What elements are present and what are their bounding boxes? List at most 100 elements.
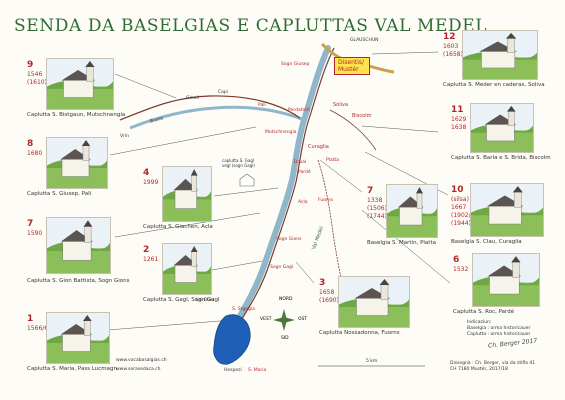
chapel-year: (1506) — [367, 205, 387, 212]
place-acla: Acla — [298, 200, 308, 205]
place-lai-blau: Lai Blau — [196, 298, 214, 303]
chapel-illustration — [472, 253, 540, 307]
place-hospezi: Hospezi — [224, 368, 242, 373]
chapel-number: 6 — [453, 255, 460, 265]
chapel-number: 7 — [27, 219, 34, 229]
chapel-years: 1999 — [143, 179, 158, 187]
chapel-year: (1690) — [319, 297, 339, 304]
chapel-illustration — [46, 312, 110, 364]
chapel-years: 1603(1658) — [443, 43, 463, 59]
website-link-1[interactable]: www.vacabasalgias.ch — [116, 358, 167, 363]
author-credit: Dissegnà : Ch. Berger, via da stifla 41 … — [450, 361, 535, 373]
chapel-year: (1944) — [451, 220, 471, 227]
chapel-year: 1566/67 — [27, 325, 52, 332]
chapel-illustration — [46, 58, 114, 110]
place-glacier: GLAUSCHUN — [350, 38, 379, 43]
place-sogn-gions: Sogn Gions — [276, 237, 302, 242]
compass-rose — [273, 309, 295, 331]
chapel-number: 7 — [367, 186, 374, 196]
chapel-year: 1680 — [27, 150, 43, 157]
chapel-year: (silsa) — [451, 196, 469, 203]
place-disentis: Disentis/ Mustér — [334, 57, 370, 75]
map-title: SENDA DA BASELGIAS E CAPLUTTAS VAL MEDEL — [14, 16, 488, 36]
chapel-years: 1658(1690) — [319, 289, 339, 305]
chapel-caption: Caplutta S. Gagl, Sogn Gagl — [143, 297, 220, 303]
chapel-caption: Caplutta S. Barla e S. Brida, Biscolm — [451, 155, 551, 161]
chapel-caption: Caplutta S. Gion Battista, Sogn Gions — [27, 278, 130, 284]
chapel-years: 1261 — [143, 256, 158, 264]
chapel-number: 4 — [143, 168, 150, 178]
chapel-year: 1261 — [143, 256, 159, 263]
chapel-year: 1338 — [367, 197, 383, 204]
chapel-year: 1590 — [27, 230, 43, 237]
place-s-maria: S. Maria — [248, 368, 267, 373]
chapel-years: 1566/67 — [27, 325, 52, 333]
lake-sontga-maria — [213, 314, 251, 365]
chapel-illustration — [162, 243, 212, 295]
leader-lines — [107, 51, 451, 331]
legend-line: Caplutta : orma historicauer — [467, 332, 531, 337]
chapel-caption: Caplutta S. Meder en caderas, Soliva — [443, 82, 545, 88]
chapel-years: 1338(1506)(1744) — [367, 197, 387, 221]
small-chapel-note: caplutta S. Gagl vegl (sogn Gagl) — [222, 158, 255, 168]
chapel-caption: Caplutta Nossadonna, Fuorns — [319, 330, 400, 336]
chapel-year: (1658) — [443, 51, 463, 58]
chapel-number: 1 — [27, 314, 34, 324]
chapel-illustration — [462, 30, 538, 80]
place-ginell: Ginell — [186, 96, 199, 101]
compass-south: SID — [281, 336, 289, 341]
place-perdatsch: Perdatsch — [288, 108, 311, 113]
chapel-number: 8 — [27, 139, 34, 149]
website-link-2[interactable]: www.serasedaca.ch — [116, 367, 161, 372]
place-pali: Pali — [258, 103, 266, 108]
road-east — [329, 109, 377, 151]
river-tributary — [129, 105, 305, 130]
chapel-year: 1667 — [451, 204, 467, 211]
chapel-number: 3 — [319, 278, 326, 288]
chapel-years: (silsa)1667(1902/03)(1944) — [451, 196, 481, 228]
compass-west: VEST — [260, 317, 272, 322]
chapel-illustration — [470, 183, 544, 237]
chapel-illustration — [338, 276, 410, 328]
chapel-year: 1603 — [443, 43, 459, 50]
compass-north: NORD — [279, 297, 293, 302]
chapel-caption: Caplutta S. Giusep, Pali — [27, 191, 92, 197]
road-lukmanier — [317, 159, 346, 291]
chapel-years: 1590 — [27, 230, 42, 238]
place-vrin: Vrin — [120, 134, 130, 139]
chapel-years: 1532 — [453, 266, 468, 274]
chapel-number: 10 — [451, 185, 464, 195]
chapel-caption: Caplutta S. Giachen, Acla — [143, 224, 213, 230]
small-chapel-sketch — [238, 172, 256, 187]
hiking-route-west — [119, 95, 301, 121]
place-parde: Pardé — [298, 170, 311, 175]
place-soliva: Soliva — [333, 102, 349, 108]
place-fuorns: Fuorns — [318, 198, 333, 203]
legend-line: Indicaziun: — [467, 320, 492, 325]
hiking-route — [239, 47, 335, 323]
chapel-years: 1680 — [27, 150, 42, 158]
author-line: Dissegnà : Ch. Berger, via da stifla 41 — [450, 361, 536, 366]
chapel-year: 1658 — [319, 289, 335, 296]
chapel-number: 9 — [27, 60, 34, 70]
chapel-illustration — [46, 217, 111, 274]
chapel-number: 12 — [443, 32, 456, 42]
compass-east: OST — [298, 317, 308, 322]
place-platta: Platta — [326, 158, 340, 163]
chapel-caption: Baselgia S. Clau, Curaglia — [451, 239, 522, 245]
place-curaglia: Curaglia — [308, 144, 329, 150]
chapel-illustration — [162, 166, 212, 222]
chapel-year: 1999 — [143, 179, 159, 186]
place-drual: Drual — [294, 160, 307, 165]
chapel-number: 2 — [143, 245, 150, 255]
river-main — [235, 45, 331, 323]
place-sogn-gagl: Sogn Gagl — [270, 265, 294, 270]
place-biscolm: Biscolm — [352, 113, 372, 119]
chapel-year: (1610) — [27, 79, 47, 86]
chapel-number: 11 — [451, 105, 464, 115]
chapel-caption: Caplutta S. Roc, Pardé — [453, 309, 515, 315]
chapel-caption: Caplutta S. Bistgaun, Mutschnengia — [27, 112, 126, 118]
